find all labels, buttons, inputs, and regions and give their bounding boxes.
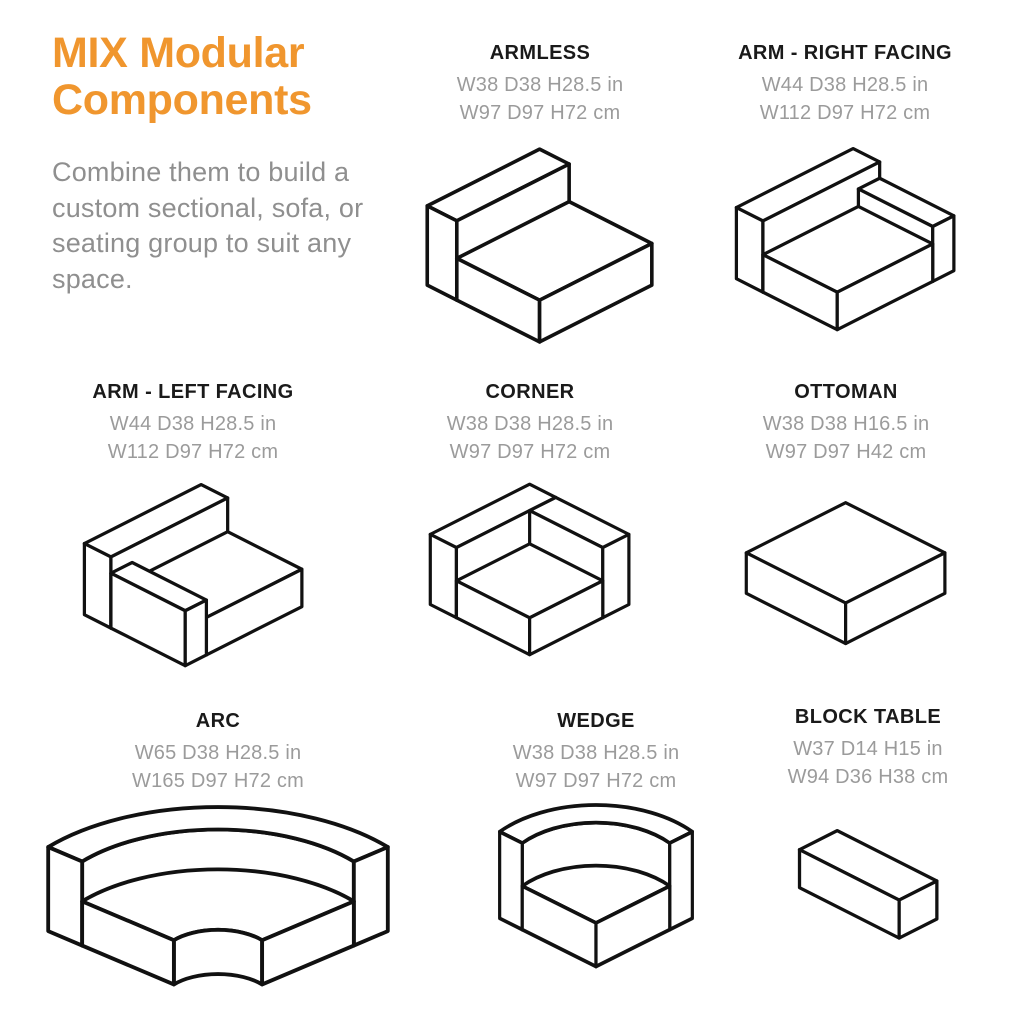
component-dims-inches: W38 D38 H28.5 in	[512, 742, 680, 764]
component-dims-cm: W97 D97 H72 cm	[449, 441, 611, 464]
component-dims-cm: W112 D97 H72 cm	[107, 441, 279, 464]
arc-isometric-drawing	[46, 804, 390, 987]
component-dims-inches: W44 D38 H28.5 in	[761, 74, 929, 96]
arm-left-isometric-drawing	[82, 482, 304, 668]
component-card-ottoman: OTTOMAN W38 D38 H16.5 in W97 D97 H42 cm	[696, 381, 996, 651]
component-dims-inches: W38 D38 H28.5 in	[446, 413, 614, 435]
page-title: MIX Modular Components	[52, 29, 312, 125]
component-dims-inches: W38 D38 H28.5 in	[456, 74, 624, 96]
component-dims-cm: W94 D36 H38 cm	[787, 766, 949, 789]
component-card-arm-right: ARM - RIGHT FACING W44 D38 H28.5 in W112…	[685, 42, 1005, 338]
page-subtitle: Combine them to build a custom sectional…	[52, 156, 364, 295]
component-name: OTTOMAN	[794, 381, 898, 403]
component-dims-cm: W97 D97 H72 cm	[515, 770, 677, 793]
corner-isometric-drawing	[428, 482, 631, 657]
arm-right-isometric-drawing	[734, 146, 956, 332]
block-table-isometric-drawing	[797, 828, 939, 940]
armless-isometric-drawing	[425, 147, 654, 344]
component-card-wedge: WEDGE W38 D38 H28.5 in W97 D97 H72 cm	[436, 710, 756, 974]
component-card-arc: ARC W65 D38 H28.5 in W165 D97 H72 cm	[18, 710, 418, 992]
component-dims-inches: W65 D38 H28.5 in	[134, 742, 302, 764]
ottoman-isometric-drawing	[744, 500, 947, 645]
component-dims-cm: W97 D97 H42 cm	[765, 441, 927, 464]
component-dims-cm: W97 D97 H72 cm	[459, 102, 621, 125]
component-name: ARMLESS	[489, 42, 591, 64]
component-name: BLOCK TABLE	[794, 706, 942, 728]
component-dims-cm: W112 D97 H72 cm	[759, 102, 931, 125]
component-name: ARC	[195, 710, 241, 732]
wedge-isometric-drawing	[498, 802, 694, 969]
title-block: MIX Modular Components Combine them to b…	[52, 29, 392, 298]
component-card-block-table: BLOCK TABLE W37 D14 H15 in W94 D36 H38 c…	[718, 706, 1018, 946]
component-dims-inches: W38 D38 H16.5 in	[762, 413, 930, 435]
component-dims-inches: W37 D14 H15 in	[793, 738, 943, 760]
component-name: CORNER	[485, 381, 575, 403]
component-dims-inches: W44 D38 H28.5 in	[109, 413, 277, 435]
component-name: ARM - RIGHT FACING	[738, 42, 952, 64]
component-name: WEDGE	[557, 710, 635, 732]
component-card-armless: ARMLESS W38 D38 H28.5 in W97 D97 H72 cm	[390, 42, 690, 351]
component-card-corner: CORNER W38 D38 H28.5 in W97 D97 H72 cm	[380, 381, 680, 663]
component-name: ARM - LEFT FACING	[92, 381, 294, 403]
component-card-arm-left: ARM - LEFT FACING W44 D38 H28.5 in W112 …	[33, 381, 353, 674]
component-dims-cm: W165 D97 H72 cm	[132, 770, 304, 793]
